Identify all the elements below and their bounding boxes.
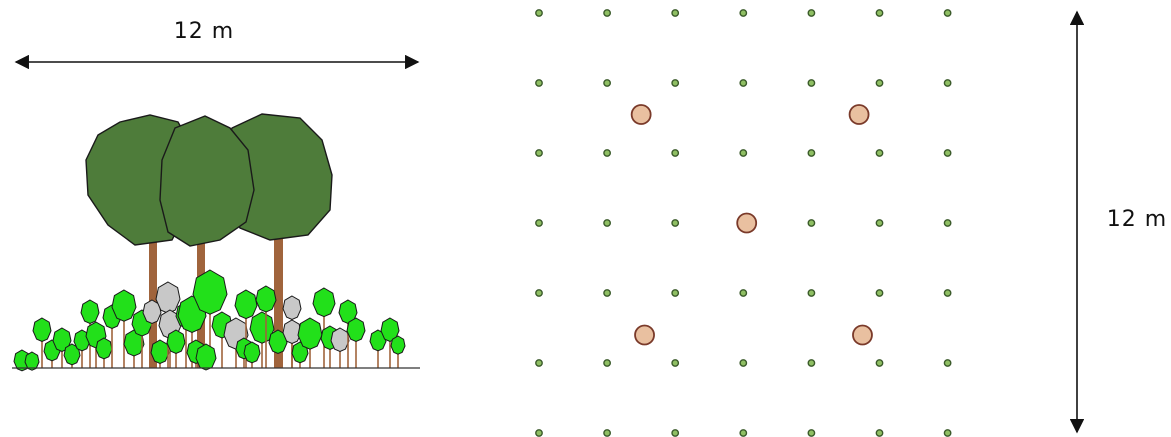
green-shrub [112, 290, 136, 368]
seedling-dot [672, 150, 678, 156]
seedling-dot [944, 150, 950, 156]
seedling-dot [876, 80, 882, 86]
seedling-dot [604, 220, 610, 226]
seedling-dot [740, 360, 746, 366]
seedling-dot [672, 430, 678, 436]
seedling-dot [672, 220, 678, 226]
seedling-dot [604, 80, 610, 86]
tree-canopies [86, 114, 332, 246]
seedling-dot [944, 290, 950, 296]
seedling-dot [536, 290, 542, 296]
seedling-dot [944, 360, 950, 366]
height-dimension-label: 12 m [1107, 207, 1167, 232]
seedling-dot [876, 10, 882, 16]
seedling-dot [808, 360, 814, 366]
seedling-dot [604, 10, 610, 16]
seedling-dot [876, 430, 882, 436]
large-tree-markers [632, 105, 872, 345]
seedling-dot [944, 430, 950, 436]
plan-view: 12 m [536, 10, 1167, 436]
seedling-dot [808, 220, 814, 226]
seedling-dot [672, 10, 678, 16]
seedling-dot [536, 360, 542, 366]
seedling-dot [740, 430, 746, 436]
seedling-dot [808, 430, 814, 436]
seedling-dot [876, 150, 882, 156]
green-shrub [96, 338, 112, 368]
seedling-dot [604, 360, 610, 366]
green-shrub [391, 336, 405, 368]
seedling-dot [808, 10, 814, 16]
large-tree-marker [632, 105, 651, 124]
seedling-dot [944, 80, 950, 86]
side-view: 12 m [12, 19, 420, 371]
seedling-dot [536, 430, 542, 436]
seedling-dot [944, 10, 950, 16]
seedling-dot [672, 80, 678, 86]
gray-shrub [331, 328, 349, 368]
seedling-dot [944, 220, 950, 226]
large-tree-marker [850, 105, 869, 124]
seedling-dot [536, 80, 542, 86]
large-tree-marker [853, 326, 872, 345]
seedling-dot [604, 150, 610, 156]
seedling-dot [740, 290, 746, 296]
understory-shrubs [14, 270, 405, 371]
seedling-dot [876, 290, 882, 296]
seedling-dot [740, 10, 746, 16]
seedling-dot [876, 220, 882, 226]
seedling-dot [604, 430, 610, 436]
large-tree-marker [635, 326, 654, 345]
large-tree-marker [737, 214, 756, 233]
seedling-dot [740, 80, 746, 86]
seedling-dot [536, 10, 542, 16]
seedling-dot [876, 360, 882, 366]
seedling-dot [604, 290, 610, 296]
seedling-dot [808, 290, 814, 296]
seedling-dot [536, 150, 542, 156]
green-shrub [347, 318, 365, 368]
seedling-dot [672, 290, 678, 296]
width-dimension-label: 12 m [174, 19, 234, 44]
seedling-dot [740, 150, 746, 156]
green-shrub [196, 344, 216, 370]
seedling-dot [672, 360, 678, 366]
seedling-dot [536, 220, 542, 226]
seedling-dot [808, 80, 814, 86]
seedling-dot [808, 150, 814, 156]
